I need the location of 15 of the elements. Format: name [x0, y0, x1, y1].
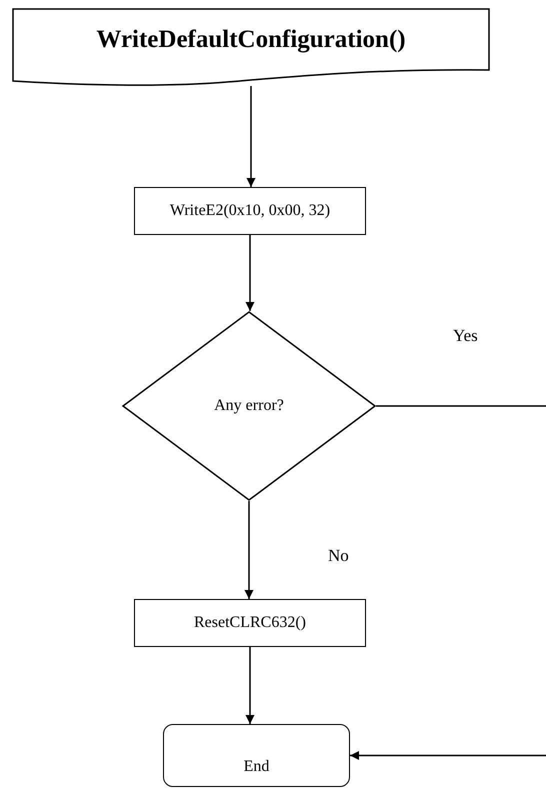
process-box [134, 599, 366, 647]
node-text: WriteDefaultConfiguration() [96, 25, 406, 55]
arrow [246, 86, 256, 187]
edge-label: No [328, 546, 349, 566]
arrow [246, 235, 254, 311]
node-text: WriteE2(0x10, 0x00, 32) [170, 201, 330, 221]
node-text: End [244, 756, 270, 776]
node-text: ResetCLRC632() [194, 613, 306, 633]
node-text: Any error? [214, 396, 284, 416]
edge-label: Yes [453, 326, 478, 346]
arrow [246, 647, 254, 724]
arrow [350, 405, 546, 760]
terminal-box [163, 724, 350, 787]
process-box [134, 187, 366, 235]
arrow [244, 501, 254, 599]
